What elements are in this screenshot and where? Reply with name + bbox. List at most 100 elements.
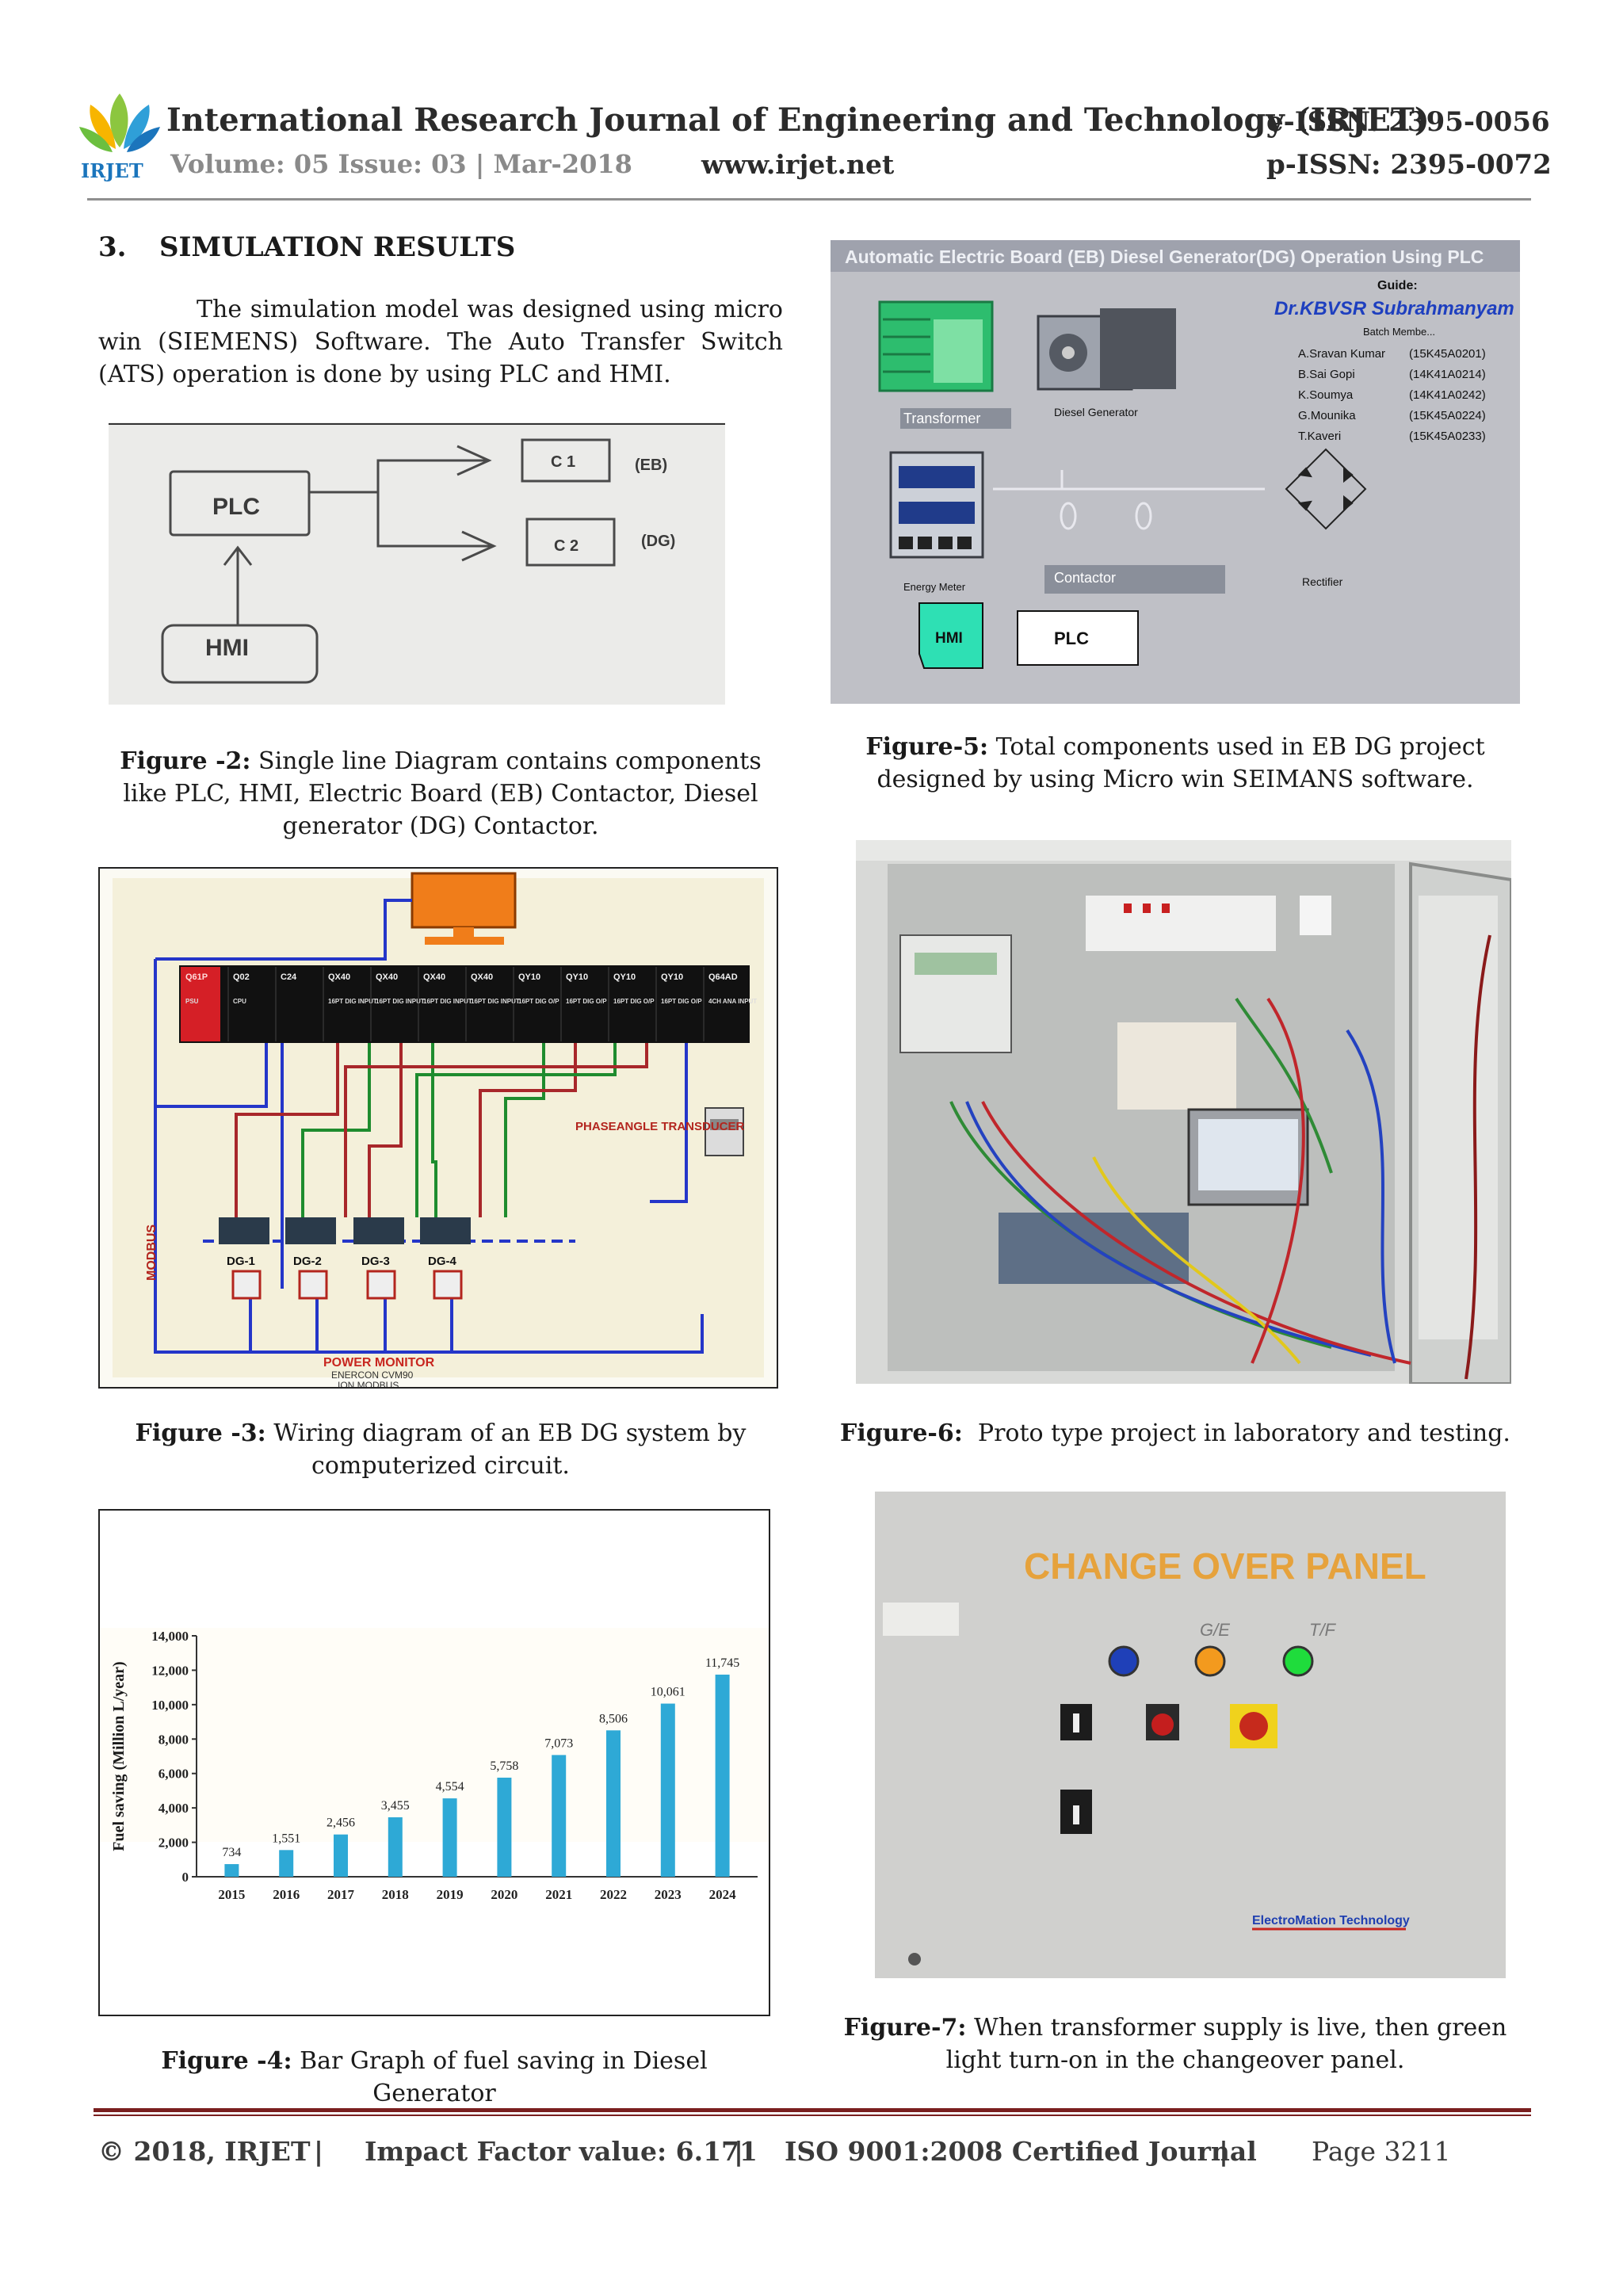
generator-icon [285, 1217, 336, 1244]
footer-rule-thin [94, 2115, 1531, 2116]
figure-2-image: PLC HMI C 1 C 2 (EB) (DG) [109, 422, 725, 705]
fig5-member-id: (14K41A0242) [1409, 388, 1486, 402]
chart-bar [224, 1864, 239, 1877]
bar-value-label: 1,551 [272, 1832, 300, 1845]
p-issn: p-ISSN: 2395-0072 [1266, 149, 1552, 181]
x-tick-label: 2018 [382, 1887, 409, 1902]
y-tick-label: 10,000 [151, 1698, 189, 1713]
x-tick-label: 2016 [273, 1887, 300, 1902]
chart-bar [497, 1777, 512, 1877]
figure-6-caption-label: Figure-6: [840, 1419, 963, 1447]
fig2-c1-label: C 1 [551, 453, 575, 471]
rack-module-label: C24 [281, 972, 297, 982]
fig7-light-label-ge: G/E [1200, 1620, 1230, 1640]
chart-bars: 7341,5512,4563,4554,5545,7587,0738,50610… [222, 1656, 739, 1877]
figure-5-image: Automatic Electric Board (EB) Diesel Gen… [831, 240, 1520, 704]
footer-separator: | [1219, 2136, 1229, 2167]
transducer-icon [705, 1107, 744, 1156]
y-tick-label: 8,000 [158, 1732, 189, 1747]
fig5-member-id: (15K45A0224) [1409, 409, 1486, 422]
irjet-logo: IRJET [76, 86, 163, 182]
rack-module-sub: 16PT DIG INPUT [328, 998, 377, 1005]
chart-axes: 02,0004,0006,0008,00010,00012,00014,0002… [151, 1629, 758, 1902]
fig5-member-name: G.Mounika [1298, 409, 1356, 422]
journal-website[interactable]: www.irjet.net [701, 149, 895, 180]
fig3-power-monitor-sub1: ENERCON CVM90 [331, 1370, 414, 1381]
figure-3-caption-text: Wiring diagram of an EB DG system by com… [273, 1419, 747, 1480]
y-tick-label: 2,000 [158, 1836, 189, 1851]
rack-module-label: Q64AD [708, 972, 738, 982]
figure-7-caption-label: Figure-7: [843, 2014, 967, 2042]
rack-module-label: QY10 [518, 972, 540, 982]
rack-module-sub: 16PT DIG O/P [566, 998, 607, 1005]
chart-bar [388, 1817, 403, 1877]
bar-value-label: 4,554 [436, 1780, 464, 1794]
fig5-member-id: (15K45A0233) [1409, 430, 1486, 443]
fig5-member-name: K.Soumya [1298, 388, 1354, 402]
rack-module-sub: 16PT DIG O/P [518, 998, 559, 1005]
chart-bar [279, 1850, 294, 1877]
footer-rule [94, 2108, 1531, 2112]
figure-3-caption: Figure -3: Wiring diagram of an EB DG sy… [98, 1417, 783, 1482]
generator-icon [353, 1217, 404, 1244]
isolator-switch[interactable] [1230, 1704, 1277, 1748]
figure-4-caption-label: Figure -4: [161, 2047, 292, 2075]
x-tick-label: 2017 [327, 1887, 355, 1902]
header-rule [87, 198, 1531, 201]
fig5-plc-label: PLC [1054, 628, 1089, 648]
generator-label: DG-3 [361, 1255, 390, 1268]
figure-7-caption: Figure-7: When transformer supply is liv… [831, 2011, 1520, 2076]
selector-switch-1[interactable] [1060, 1704, 1092, 1740]
selector-switch-2[interactable] [1060, 1790, 1092, 1834]
bar-value-label: 8,506 [599, 1712, 628, 1725]
fig5-energy-meter-label: Energy Meter [903, 581, 966, 593]
figure-7-caption-text: When transformer supply is live, then gr… [945, 2014, 1507, 2074]
energy-meter-icon [889, 451, 984, 559]
fig5-guide-label: Guide: [1377, 279, 1418, 292]
chart-bar [606, 1730, 621, 1877]
bar-value-label: 11,745 [705, 1656, 739, 1670]
stop-button[interactable] [1146, 1704, 1179, 1740]
power-monitor-icon [433, 1270, 463, 1300]
x-tick-label: 2015 [218, 1887, 245, 1902]
fig2-hmi-label: HMI [205, 635, 249, 661]
fig5-contactor-label: Contactor [1054, 570, 1116, 586]
figure-2-caption-label: Figure -2: [120, 747, 251, 775]
fig5-guide-name: Dr.KBVSR Subrahmanyam [1274, 298, 1514, 319]
footer-page-number: Page 3211 [1312, 2136, 1451, 2167]
hmi-icon[interactable]: HMI [918, 602, 983, 669]
rack-module-sub: PSU [185, 998, 199, 1005]
figure-6-photo [856, 840, 1513, 1385]
figure-4-caption-text: Bar Graph of fuel saving in Diesel Gener… [300, 2047, 708, 2107]
rack-module-label: Q02 [233, 972, 250, 982]
rack-module-sub: 16PT DIG INPUT [376, 998, 425, 1005]
power-monitor-icon [231, 1270, 262, 1300]
chart-bar [715, 1674, 730, 1877]
y-tick-label: 6,000 [158, 1767, 189, 1782]
y-tick-label: 4,000 [158, 1801, 189, 1816]
rack-module-label: Q61P [185, 972, 208, 982]
rack-module-label: QX40 [328, 972, 350, 982]
chart-bar [660, 1703, 675, 1877]
bar-value-label: 7,073 [544, 1736, 573, 1750]
transformer-icon [878, 300, 994, 392]
plc-icon[interactable]: PLC [1017, 610, 1139, 666]
fig3-power-monitor-label: POWER MONITOR [323, 1356, 435, 1370]
section-heading: 3.SIMULATION RESULTS [98, 231, 515, 263]
fig2-dg-label: (DG) [641, 533, 675, 550]
rack-module-sub: 16PT DIG INPUT [423, 998, 472, 1005]
rack-module-sub: CPU [233, 998, 246, 1005]
figure-5-caption: Figure-5: Total components used in EB DG… [831, 731, 1520, 796]
e-issn: e-ISSN: 2395-0056 [1266, 106, 1550, 138]
figure-2-caption-text: Single line Diagram contains components … [123, 747, 762, 840]
x-tick-label: 2020 [491, 1887, 517, 1902]
figure-7-photo: CHANGE OVER PANEL G/E T/F ElectroMation … [875, 1492, 1506, 1978]
rack-module-label: QX40 [423, 972, 445, 982]
figure-5-caption-label: Figure-5: [865, 733, 989, 761]
rectifier-icon [1285, 448, 1367, 530]
fig5-transformer-label: Transformer [903, 411, 980, 426]
footer-impact-factor: Impact Factor value: 6.171 [365, 2136, 758, 2167]
